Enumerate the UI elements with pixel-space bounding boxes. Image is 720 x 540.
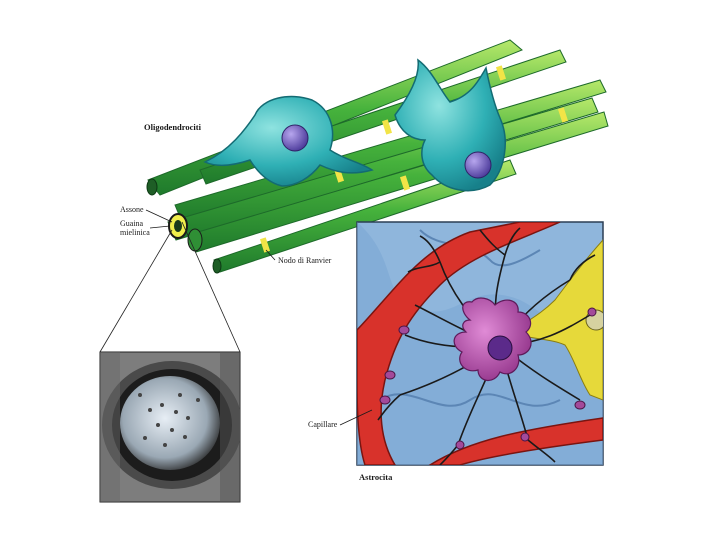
- label-astrocita: Astrocita: [359, 472, 393, 482]
- astrocyte-panel: [357, 222, 606, 465]
- oligodendrocyte-nucleus: [282, 125, 308, 151]
- label-capillare: Capillare: [308, 420, 338, 429]
- electron-micrograph: [100, 352, 242, 502]
- label-oligodendrociti: Oligodendrociti: [144, 122, 202, 132]
- fiber-end-1: [147, 179, 157, 195]
- fiber-end-4: [213, 259, 221, 273]
- fiber-end-2-core: [174, 220, 182, 232]
- leader-guaina: [150, 226, 170, 228]
- oligodendrocyte-nucleus: [465, 152, 491, 178]
- label-guaina: Guaina: [120, 219, 144, 228]
- label-nodo-ranvier: Nodo di Ranvier: [278, 256, 332, 265]
- label-assone: Assone: [120, 205, 144, 214]
- label-mielinica: mielinica: [120, 228, 150, 237]
- leader-assone: [146, 210, 172, 222]
- astrocyte-nucleus: [488, 336, 512, 360]
